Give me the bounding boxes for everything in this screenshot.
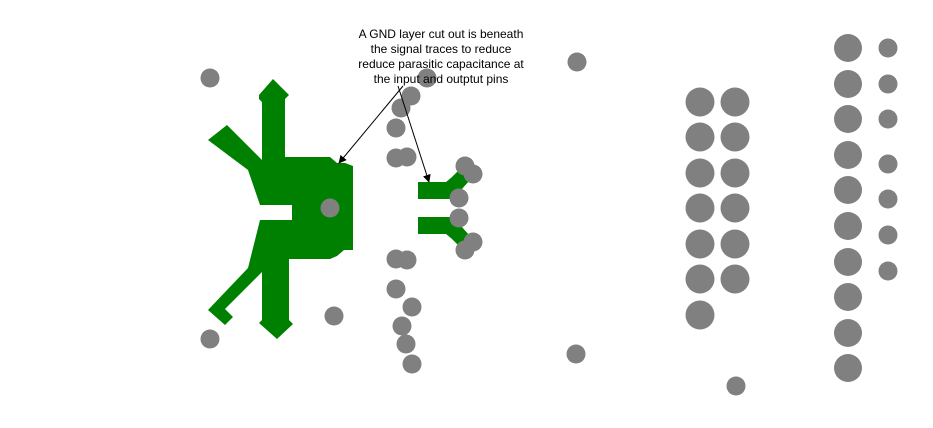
via xyxy=(685,193,715,223)
annotation-line: the signal traces to reduce xyxy=(370,42,512,56)
via xyxy=(386,279,406,299)
via xyxy=(720,158,750,188)
via xyxy=(567,52,587,72)
via xyxy=(878,74,898,94)
via xyxy=(834,70,862,98)
gnd-pad-star xyxy=(208,79,353,339)
via xyxy=(685,300,715,330)
via xyxy=(397,250,417,270)
via xyxy=(878,225,898,245)
via xyxy=(834,354,862,382)
annotation-line: reduce parasitic capacitance at xyxy=(358,57,524,71)
via xyxy=(685,264,715,294)
via xyxy=(391,98,411,118)
via xyxy=(200,329,220,349)
via xyxy=(834,34,862,62)
arrow-to-gnd-cutout xyxy=(338,85,404,164)
via xyxy=(726,376,746,396)
via xyxy=(834,319,862,347)
via xyxy=(720,193,750,223)
via xyxy=(417,68,437,88)
via xyxy=(402,297,422,317)
arrow-to-signal-trace xyxy=(397,85,431,183)
via xyxy=(834,212,862,240)
via xyxy=(878,109,898,129)
via xyxy=(200,68,220,88)
annotation-line: the input and outptut pins xyxy=(373,72,509,86)
via-layer xyxy=(200,34,898,396)
via xyxy=(685,229,715,259)
via xyxy=(878,189,898,209)
via xyxy=(392,316,412,336)
via xyxy=(878,154,898,174)
via xyxy=(834,248,862,276)
via xyxy=(402,354,422,374)
via xyxy=(566,344,586,364)
via xyxy=(720,264,750,294)
via xyxy=(685,158,715,188)
via xyxy=(397,147,417,167)
annotation-line: A GND layer cut out is beneath xyxy=(358,27,524,41)
via xyxy=(324,306,344,326)
via xyxy=(720,87,750,117)
via xyxy=(685,87,715,117)
via xyxy=(320,198,340,218)
via xyxy=(386,118,406,138)
via xyxy=(455,240,475,260)
via xyxy=(463,164,483,184)
via xyxy=(396,334,416,354)
via xyxy=(878,261,898,281)
via xyxy=(834,176,862,204)
via xyxy=(878,38,898,58)
via xyxy=(449,208,469,228)
via xyxy=(834,105,862,133)
via xyxy=(720,122,750,152)
via xyxy=(449,188,469,208)
via xyxy=(834,141,862,169)
via xyxy=(685,122,715,152)
annotation-callout: A GND layer cut out is beneath the signa… xyxy=(336,27,546,87)
via xyxy=(834,283,862,311)
annotation-arrows xyxy=(338,85,431,183)
via xyxy=(720,229,750,259)
